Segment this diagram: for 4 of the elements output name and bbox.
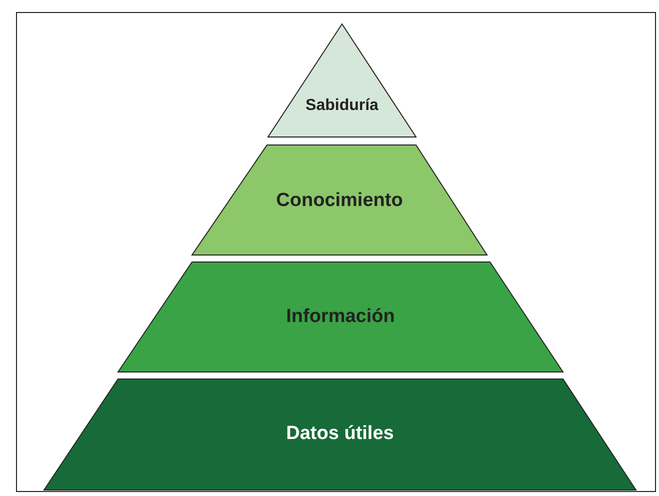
tier-label: Datos útiles bbox=[286, 423, 394, 445]
tier-label: Conocimiento bbox=[276, 190, 403, 212]
tier-label: Información bbox=[286, 306, 395, 328]
tier-label: Sabiduría bbox=[306, 97, 378, 115]
